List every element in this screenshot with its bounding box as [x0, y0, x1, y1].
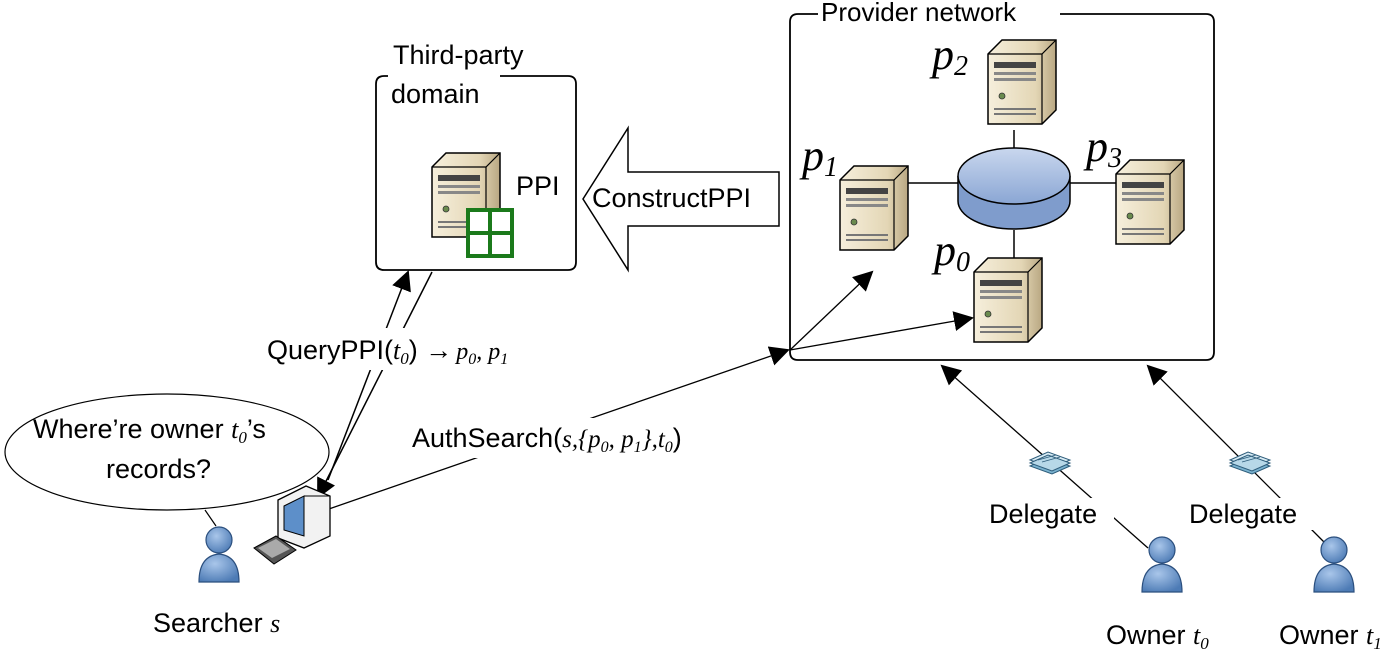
owner-t1-person-icon	[1313, 536, 1355, 593]
speech-bubble-line1: Where’re owner t0’s	[33, 414, 266, 447]
query-ppi-label: QueryPPI(t0) →p0, p1	[267, 335, 508, 368]
provider-p0-label: p0	[931, 226, 970, 278]
searcher-label: Searcher s	[153, 608, 280, 638]
searcher: Searcher s	[153, 485, 331, 638]
third-party-title-line1: Third-party	[393, 40, 524, 70]
ppi-label: PPI	[516, 171, 560, 201]
provider-p3-label: p3	[1083, 122, 1122, 174]
searcher-person-icon	[198, 526, 240, 583]
speech-bubble: Where’re owner t0’s records?	[4, 393, 330, 527]
server-p2-icon	[987, 39, 1057, 125]
query-ppi-arrows	[317, 270, 433, 499]
delegate-docs-icon-2	[1229, 451, 1271, 475]
owner-t0-person-icon	[1141, 536, 1183, 593]
delegate-label-2: Delegate	[1189, 499, 1297, 529]
provider-network-box: Provider network p2 p1 p3 p0	[789, 0, 1215, 361]
construct-ppi-arrow: ConstructPPI	[582, 125, 780, 273]
delegate-docs-icon-1	[1029, 451, 1071, 475]
auth-search-label-group: AuthSearch(s,{p0, p1},t0)	[410, 418, 740, 458]
owner-t0-label: Owner t0	[1106, 620, 1209, 651]
auth-search-label: AuthSearch(s,{p0, p1},t0)	[412, 423, 682, 456]
network-hub-icon	[957, 147, 1071, 230]
delegate-label-1: Delegate	[989, 499, 1097, 529]
third-party-domain-box: Third-party domain PPI	[375, 40, 577, 271]
construct-ppi-label: ConstructPPI	[592, 183, 751, 213]
query-ppi-label-group: QueryPPI(t0) →p0, p1	[264, 328, 554, 370]
server-p3-icon	[1115, 159, 1185, 245]
ppi-grid-icon	[466, 208, 514, 258]
provider-p2-label: p2	[929, 30, 968, 82]
provider-p1-label: p1	[799, 131, 838, 183]
third-party-title-line2: domain	[391, 79, 480, 109]
auth-search-arrows	[325, 270, 974, 511]
owner-t1: Delegate Owner t1	[1146, 364, 1382, 651]
speech-bubble-line2: records?	[106, 454, 211, 484]
computer-icon	[253, 485, 331, 565]
server-p0-icon	[973, 257, 1043, 343]
provider-network-title: Provider network	[821, 0, 1017, 27]
owner-t0: Delegate Owner t0	[940, 364, 1209, 651]
server-p1-icon	[839, 165, 909, 251]
owner-t1-label: Owner t1	[1279, 620, 1382, 651]
